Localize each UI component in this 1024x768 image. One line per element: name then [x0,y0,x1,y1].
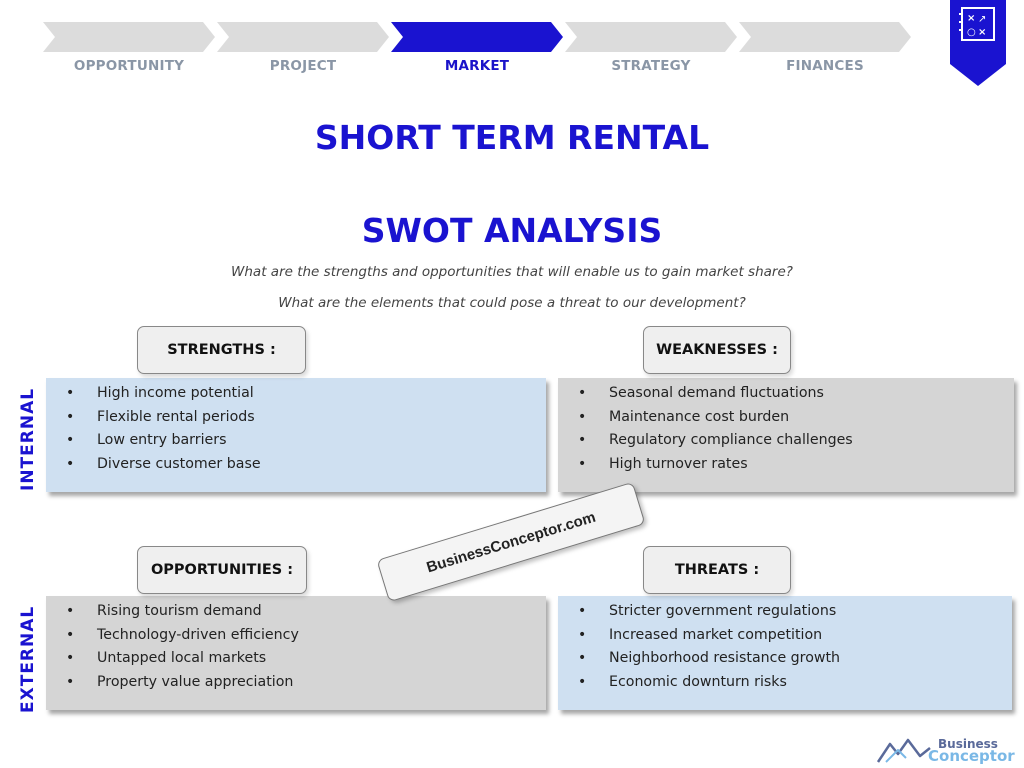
list-item: Low entry barriers [66,429,546,453]
step-label-finances: FINANCES [786,58,864,74]
list-item: Technology-driven efficiency [66,624,546,648]
section-title: SWOT ANALYSIS [361,211,663,250]
step-market[interactable]: MARKET [391,22,563,74]
progress-nav: OPPORTUNITY PROJECT MARKET STRATEGY FINA… [43,22,913,74]
opportunities-list: Rising tourism demand Technology-driven … [46,596,546,694]
logo-text-business: Business [938,737,998,751]
section-badge: × ↗ ○ × [950,0,1006,86]
svg-text:×: × [967,13,975,24]
list-item: High income potential [66,382,546,406]
opportunities-box: Rising tourism demand Technology-driven … [46,596,546,710]
step-label-strategy: STRATEGY [611,58,691,74]
list-item: Economic downturn risks [578,671,1012,695]
opportunities-header: OPPORTUNITIES : [137,546,307,594]
svg-text:○: ○ [967,27,976,38]
weaknesses-header: WEAKNESSES : [643,326,791,374]
threats-list: Stricter government regulations Increase… [558,596,1012,694]
svg-text:×: × [978,27,986,38]
list-item: Maintenance cost burden [578,406,1014,430]
mountain-logo-icon [876,738,931,763]
list-item: Increased market competition [578,624,1012,648]
threats-header: THREATS : [643,546,791,594]
business-conceptor-logo: Business Conceptor [876,734,1016,766]
step-arrow-active [391,22,563,52]
list-item: High turnover rates [578,453,1014,477]
watermark-label: BusinessConceptor.com [376,481,646,603]
guiding-question-2: What are the elements that could pose a … [278,295,746,311]
list-item: Property value appreciation [66,671,546,695]
weaknesses-box: Seasonal demand fluctuations Maintenance… [558,378,1014,492]
step-label-market: MARKET [444,58,510,74]
list-item: Seasonal demand fluctuations [578,382,1014,406]
step-label-opportunity: OPPORTUNITY [73,58,185,74]
list-item: Flexible rental periods [66,406,546,430]
step-arrow [43,22,215,52]
threats-box: Stricter government regulations Increase… [558,596,1012,710]
guiding-question-1: What are the strengths and opportunities… [231,264,793,280]
strengths-box: High income potential Flexible rental pe… [46,378,546,492]
step-arrow [217,22,389,52]
page-title: SHORT TERM RENTAL [314,118,710,157]
list-item: Neighborhood resistance growth [578,647,1012,671]
strengths-header: STRENGTHS : [137,326,306,374]
step-opportunity[interactable]: OPPORTUNITY [43,22,215,74]
external-axis-label: EXTERNAL [18,605,38,713]
list-item: Untapped local markets [66,647,546,671]
svg-text:↗: ↗ [978,14,986,25]
list-item: Diverse customer base [66,453,546,477]
list-item: Stricter government regulations [578,600,1012,624]
list-item: Rising tourism demand [66,600,546,624]
step-arrow [565,22,737,52]
step-finances[interactable]: FINANCES [739,22,911,74]
strategy-board-icon: × ↗ ○ × [950,0,1006,86]
list-item: Regulatory compliance challenges [578,429,1014,453]
weaknesses-list: Seasonal demand fluctuations Maintenance… [558,378,1014,476]
strengths-list: High income potential Flexible rental pe… [46,378,546,476]
logo-text-conceptor: Conceptor [928,747,1015,765]
step-label-project: PROJECT [269,58,337,74]
step-project[interactable]: PROJECT [217,22,389,74]
step-arrow [739,22,911,52]
internal-axis-label: INTERNAL [18,387,38,492]
step-strategy[interactable]: STRATEGY [565,22,737,74]
